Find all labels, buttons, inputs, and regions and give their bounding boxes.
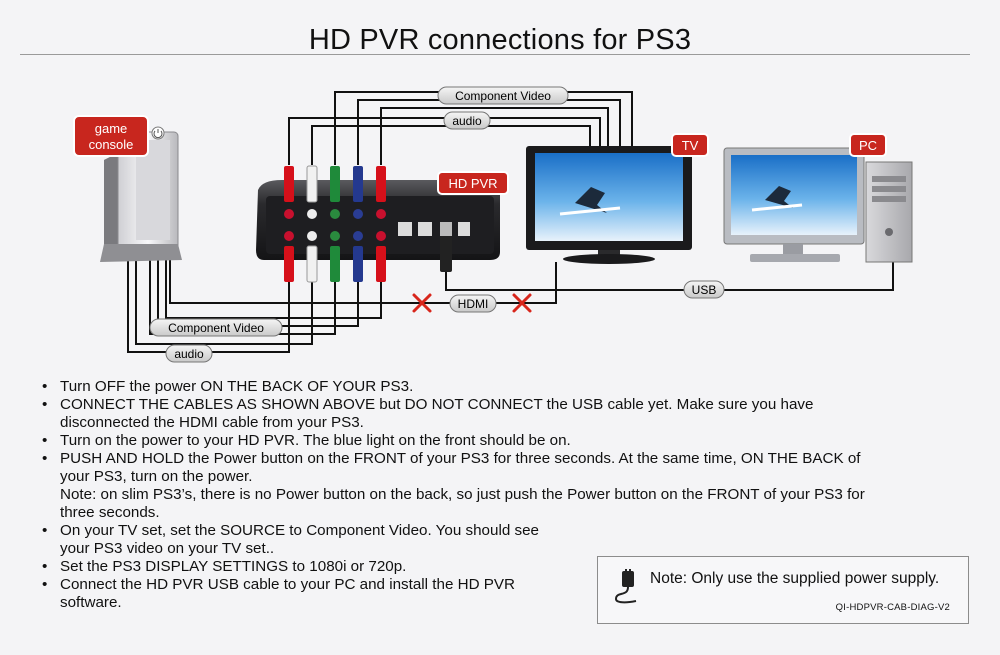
pc-device [723, 147, 913, 263]
hdmi-cable [169, 240, 557, 304]
instruction-item: On your TV set, set the SOURCE to Compon… [40, 522, 940, 558]
title-divider [20, 54, 970, 55]
connection-diagram: game console HD PVR [73, 86, 913, 363]
label-component-video-top: Component Video [437, 86, 569, 105]
tv-label: TV [682, 138, 699, 153]
pc-badge: PC [849, 133, 887, 157]
page-title: HD PVR connections for PS3 [308, 24, 692, 56]
game-console-label-1: game [95, 121, 128, 136]
pc-label: PC [859, 138, 877, 153]
instruction-line: disconnected the HDMI cable from your PS… [60, 414, 364, 431]
label-component-video-bottom: Component Video [149, 318, 283, 337]
instruction-item: Turn on the power to your HD PVR. The bl… [40, 432, 940, 450]
power-supply-note: Note: Only use the supplied power supply… [597, 556, 969, 624]
hd-pvr-badge: HD PVR [437, 171, 509, 195]
label-audio-top: audio [443, 111, 491, 130]
audio-top-text: audio [452, 114, 482, 128]
audio-bottom-text: audio [174, 347, 204, 361]
instruction-item: Set the PS3 DISPLAY SETTINGS to 1080i or… [40, 558, 940, 576]
power-plug-icon [614, 569, 637, 604]
instruction-line: your PS3, turn on the power. [60, 468, 253, 485]
cables [127, 91, 894, 353]
tv-badge: TV [671, 133, 709, 157]
instruction-line: On your TV set, set the SOURCE to Compon… [60, 522, 539, 539]
note-text: Note: Only use the supplied power supply… [650, 570, 940, 587]
component-video-top-text: Component Video [455, 89, 551, 103]
instruction-line: three seconds. [60, 504, 160, 521]
tv-device [526, 146, 692, 264]
instruction-list: Turn OFF the power ON THE BACK OF YOUR P… [40, 378, 940, 612]
instruction-line: Turn on the power to your HD PVR. The bl… [60, 432, 571, 449]
component-video-bottom-text: Component Video [168, 321, 264, 335]
game-console-badge: game console [73, 115, 149, 157]
instruction-item: Connect the HD PVR USB cable to your PC … [40, 576, 940, 612]
instruction-line: Turn OFF the power ON THE BACK OF YOUR P… [60, 378, 414, 395]
pvr-rca-jacks [284, 209, 386, 241]
rca-plugs-top [284, 165, 386, 203]
hd-pvr-label: HD PVR [448, 176, 497, 191]
usb-text: USB [692, 283, 717, 297]
instruction-item: Turn OFF the power ON THE BACK OF YOUR P… [40, 378, 940, 396]
cable-bottom-2 [135, 232, 313, 345]
hdmi-cross-right-icon [512, 293, 532, 313]
instruction-item: PUSH AND HOLD the Power button on the FR… [40, 450, 940, 522]
instruction-line: PUSH AND HOLD the Power button on the FR… [60, 450, 861, 467]
hdmi-cross-left-icon [412, 293, 432, 313]
label-audio-bottom: audio [165, 344, 213, 363]
instruction-line: Connect the HD PVR USB cable to your PC … [60, 576, 515, 593]
instruction-line: Set the PS3 DISPLAY SETTINGS to 1080i or… [60, 558, 407, 575]
label-usb: USB [683, 280, 725, 299]
instruction-line: your PS3 video on your TV set.. [60, 540, 275, 557]
instruction-line: software. [60, 594, 122, 611]
document-code: QI-HDPVR-CAB-DIAG-V2 [835, 602, 950, 613]
rca-plugs-bottom [284, 245, 386, 283]
label-hdmi: HDMI [449, 294, 497, 313]
instruction-line: CONNECT THE CABLES AS SHOWN ABOVE but DO… [60, 396, 814, 413]
usb-cable [445, 262, 894, 291]
instruction-line: Note: on slim PS3’s, there is no Power b… [60, 486, 865, 503]
usb-plug [440, 236, 452, 272]
hdmi-text: HDMI [458, 297, 489, 311]
game-console-label-2: console [89, 137, 134, 152]
instruction-item: CONNECT THE CABLES AS SHOWN ABOVE but DO… [40, 396, 940, 432]
cable-bottom-5 [165, 232, 382, 319]
cable-top-3 [380, 107, 609, 165]
